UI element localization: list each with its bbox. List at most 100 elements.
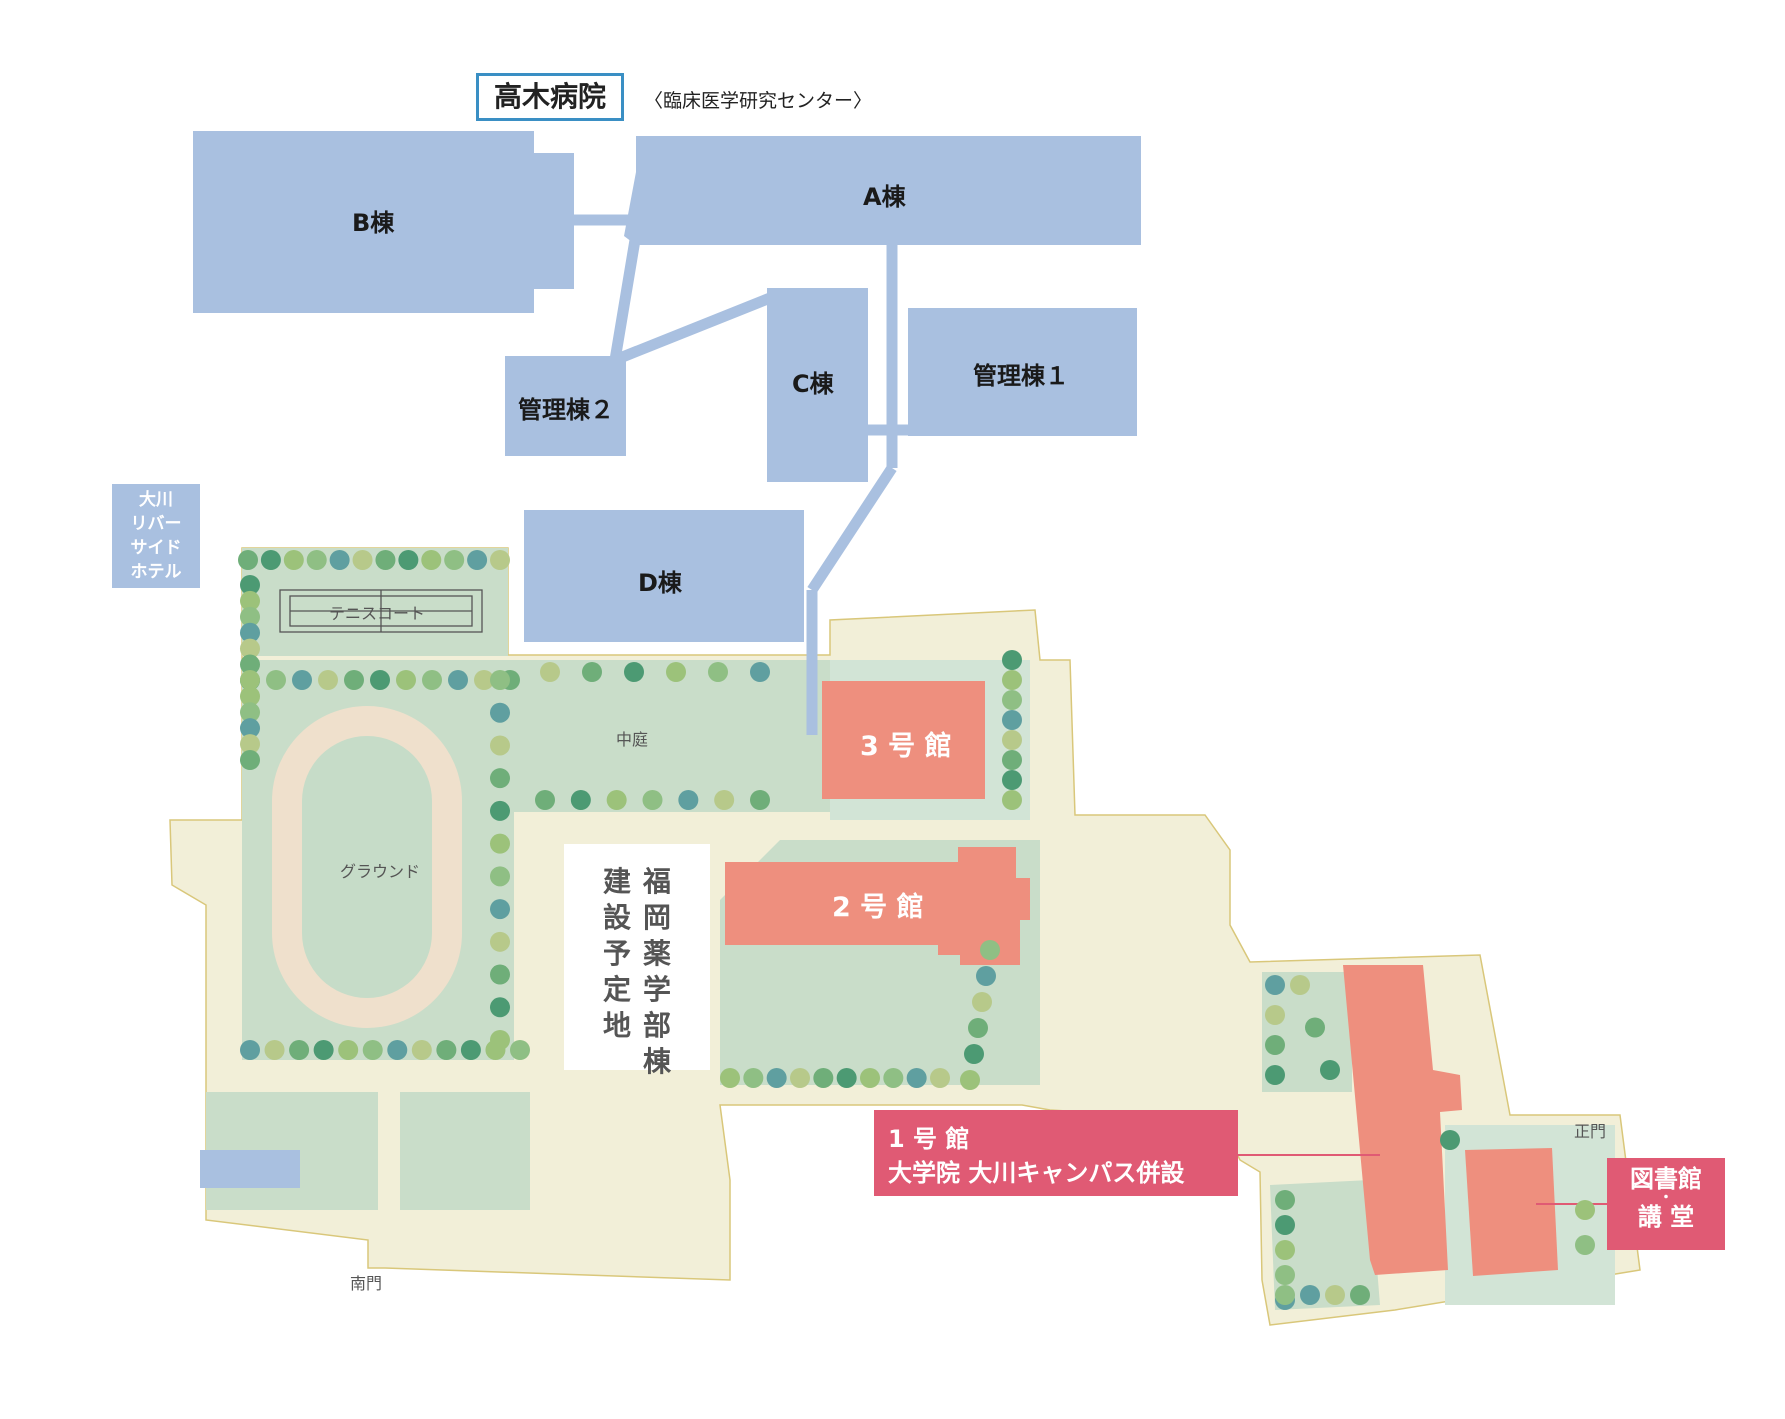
tree	[240, 686, 260, 707]
building-a-label: A棟	[863, 183, 906, 211]
tree	[283, 550, 304, 570]
tree	[264, 1040, 285, 1060]
tree	[1002, 770, 1022, 790]
tree	[1002, 690, 1022, 710]
tree	[240, 734, 260, 755]
building-2-label: 2 号 館	[832, 892, 924, 923]
tree	[490, 833, 510, 854]
building-d-label: D棟	[638, 569, 682, 597]
tree	[813, 1068, 834, 1088]
tree	[1305, 1017, 1325, 1038]
tree	[860, 1068, 880, 1088]
tree	[678, 790, 699, 810]
tree	[490, 768, 510, 789]
trees	[238, 550, 1595, 1310]
hospital-subtitle: 〈臨床医学研究センター〉	[644, 90, 873, 112]
library-hall-callout: 図書館 ・ 講 堂	[1607, 1158, 1725, 1250]
tree	[240, 622, 260, 643]
char: 棟	[642, 1045, 671, 1078]
tree	[485, 1040, 506, 1060]
tree	[960, 1070, 980, 1090]
tree	[1325, 1285, 1345, 1305]
char: 岡	[642, 901, 671, 934]
tree	[1290, 975, 1310, 995]
tree	[930, 1068, 950, 1088]
running-track	[272, 706, 462, 1028]
tree	[750, 790, 770, 810]
tree	[1002, 710, 1022, 730]
tree	[1265, 1065, 1285, 1085]
tree	[490, 550, 510, 570]
fukuoka-col-2: 建 設 予 定 地	[602, 864, 632, 1070]
tree	[329, 550, 350, 570]
tree	[240, 590, 260, 611]
tree	[766, 1068, 787, 1088]
char: 学	[642, 973, 671, 1006]
tree	[313, 1040, 334, 1060]
tree	[1275, 1240, 1295, 1260]
tree	[240, 750, 260, 770]
building-1-line-1: 1 号 館	[888, 1125, 970, 1153]
tree	[344, 670, 364, 690]
main-gate-label: 正門	[1574, 1122, 1607, 1141]
tree	[490, 964, 510, 985]
building-3-label: 3 号 館	[860, 731, 952, 762]
admin-building-1-label: 管理棟１	[973, 362, 1069, 390]
tree	[240, 718, 260, 739]
tree	[642, 790, 663, 810]
tree	[240, 575, 260, 595]
tree	[540, 662, 560, 682]
admin-building-2-label: 管理棟２	[518, 396, 614, 424]
library-line-2: 講 堂	[1637, 1203, 1695, 1231]
tree	[396, 670, 416, 690]
tree	[570, 790, 591, 810]
tree	[720, 1068, 740, 1088]
tree	[1320, 1060, 1340, 1080]
char: 部	[642, 1009, 671, 1042]
tree	[1002, 750, 1022, 770]
tree	[422, 670, 442, 690]
tree	[1002, 650, 1022, 670]
hotel-line-2: リバー	[130, 514, 182, 534]
hotel-line-3: サイド	[130, 538, 182, 558]
tree	[883, 1068, 904, 1088]
tree	[1275, 1190, 1295, 1210]
tree	[1440, 1130, 1460, 1150]
tree	[980, 940, 1000, 960]
tree	[582, 662, 602, 682]
tree	[490, 997, 510, 1018]
char: 福	[642, 865, 671, 898]
char: 予	[602, 937, 631, 970]
tree	[238, 550, 258, 570]
tree	[362, 1040, 383, 1060]
building-1-line-2: 大学院 大川キャンパス併設	[888, 1159, 1185, 1187]
tree	[490, 931, 510, 952]
tree	[976, 966, 996, 986]
building-b-label: B棟	[352, 209, 395, 237]
tree	[968, 1018, 988, 1038]
tree	[750, 662, 770, 682]
tree	[1002, 790, 1022, 810]
tree	[1300, 1285, 1320, 1305]
tree	[606, 790, 627, 810]
callout-lines	[1238, 1154, 1607, 1205]
hospital-buildings	[193, 131, 1141, 1188]
tree	[1265, 975, 1285, 995]
tree	[1265, 1035, 1285, 1055]
hospital-title: 高木病院	[476, 73, 624, 121]
tennis-court	[279, 589, 483, 633]
hospital-connectors	[570, 214, 908, 735]
tree	[240, 606, 260, 627]
tree	[398, 550, 419, 570]
tree	[535, 790, 555, 810]
tree	[490, 702, 510, 723]
tree	[666, 662, 686, 682]
char: 定	[602, 973, 631, 1006]
char: 建	[602, 865, 631, 898]
tree	[240, 1040, 260, 1060]
tree	[790, 1068, 810, 1088]
tree	[1275, 1215, 1295, 1235]
tree	[1575, 1200, 1595, 1220]
tree	[714, 790, 735, 810]
char: 地	[602, 1009, 631, 1042]
